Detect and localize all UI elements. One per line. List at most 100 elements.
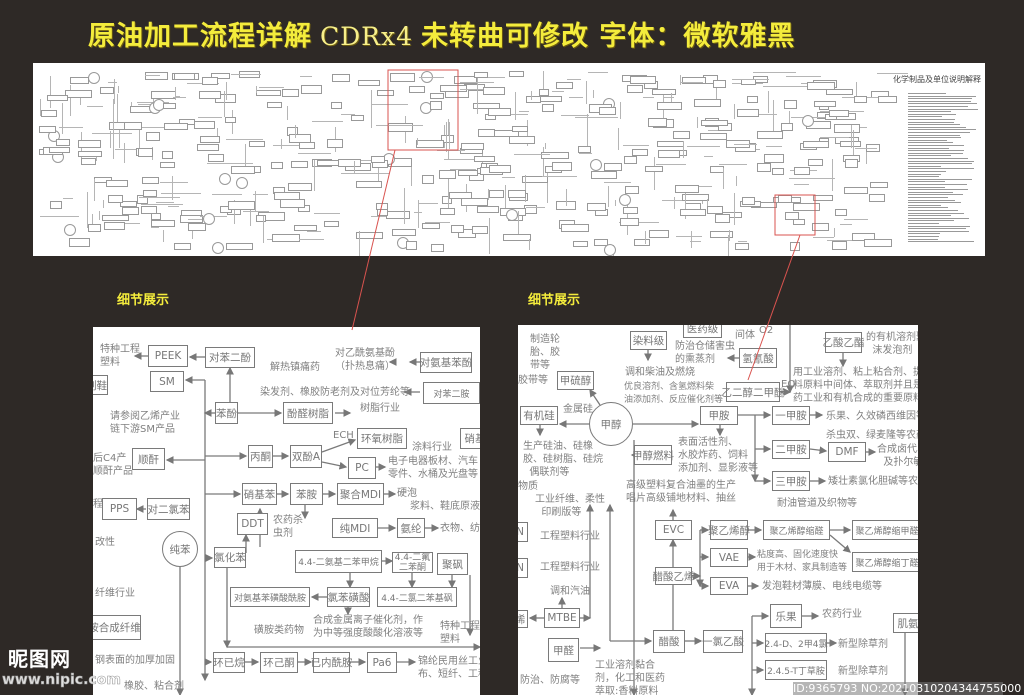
overview-line bbox=[723, 168, 724, 190]
overview-line bbox=[371, 90, 372, 124]
overview-line bbox=[161, 193, 202, 194]
overview-line bbox=[437, 150, 465, 151]
overview-node bbox=[324, 221, 340, 228]
overview-node bbox=[406, 241, 417, 250]
overview-line bbox=[160, 182, 189, 183]
label-belt: 胶带等 bbox=[518, 375, 548, 386]
overview-node bbox=[829, 110, 850, 117]
overview-node bbox=[104, 222, 126, 231]
node-pva: 聚乙烯醇 bbox=[708, 520, 750, 540]
overview-legend-line bbox=[908, 168, 974, 170]
overview-line bbox=[80, 94, 81, 106]
node-methylamine: 甲胺 bbox=[700, 406, 738, 425]
overview-line bbox=[680, 82, 703, 83]
label-intermediate: 间体 bbox=[735, 330, 755, 341]
overview-line bbox=[674, 197, 675, 209]
node-ppd: 对苯二胺 bbox=[423, 382, 480, 404]
overview-line bbox=[736, 176, 737, 187]
overview-node bbox=[199, 91, 221, 99]
overview-node bbox=[652, 89, 676, 96]
label-dye: 染发剂、橡胶防老剂及对位芳纶等 bbox=[260, 387, 410, 398]
overview-line bbox=[566, 189, 567, 207]
overview-node bbox=[174, 243, 191, 251]
overview-node bbox=[556, 82, 573, 89]
label-pesticide: 农药杀 虫剂 bbox=[273, 515, 303, 539]
overview-legend-line bbox=[908, 155, 952, 157]
overview-node bbox=[371, 156, 385, 163]
overview-node bbox=[477, 206, 500, 214]
overview-node bbox=[327, 139, 343, 148]
label-eng-plastic2: 工程塑料行业 bbox=[540, 562, 600, 573]
node-n1: N bbox=[518, 522, 528, 542]
node-mtbe: MTBE bbox=[544, 608, 580, 628]
overview-node bbox=[291, 161, 309, 169]
overview-node bbox=[211, 73, 230, 80]
overview-node bbox=[512, 126, 528, 133]
overview-line bbox=[307, 231, 322, 232]
overview-node bbox=[174, 73, 196, 81]
overview-line bbox=[250, 207, 251, 226]
overview-node bbox=[151, 91, 176, 100]
overview-line bbox=[789, 111, 790, 126]
overview-line bbox=[448, 151, 449, 160]
label-oil-pipe: 耐油管道及织物等 bbox=[777, 498, 857, 509]
overview-line bbox=[108, 82, 118, 83]
overview-line bbox=[113, 99, 114, 134]
overview-node bbox=[377, 209, 388, 216]
overview-line bbox=[139, 125, 140, 148]
overview-node bbox=[599, 107, 616, 116]
overview-line bbox=[359, 231, 360, 256]
overview-node bbox=[772, 168, 785, 175]
overview-line bbox=[156, 202, 175, 203]
node-mda: 4.4-二氨基二苯甲烷 bbox=[295, 550, 382, 573]
overview-legend-line bbox=[908, 238, 939, 240]
node-aniline: 苯胺 bbox=[290, 483, 323, 505]
overview-node bbox=[657, 102, 683, 110]
label-sm-ref: 请参阅乙烯产业 链下游SM产品 bbox=[110, 411, 180, 435]
overview-line bbox=[87, 106, 103, 107]
overview-line bbox=[866, 148, 867, 164]
overview-legend-line bbox=[908, 124, 961, 126]
overview-node bbox=[120, 201, 137, 208]
overview-legend-line bbox=[908, 113, 957, 115]
label-eng-plastic1: 工程塑料行业 bbox=[540, 531, 600, 542]
overview-line bbox=[87, 192, 88, 228]
overview-line bbox=[729, 230, 730, 242]
label-surfactant: 表面活性剂、 水胶炸药、饲料 添加剂、显影液等 bbox=[678, 437, 758, 474]
overview-line bbox=[175, 87, 176, 100]
overview-node bbox=[757, 131, 784, 139]
overview-line bbox=[813, 237, 834, 238]
overview-line bbox=[619, 222, 659, 223]
overview-node bbox=[489, 190, 505, 198]
node-vae: VAE bbox=[710, 548, 748, 567]
overview-legend-line bbox=[908, 137, 961, 139]
overview-node bbox=[163, 103, 176, 110]
overview-line bbox=[92, 214, 93, 225]
overview-line bbox=[827, 240, 874, 241]
overview-legend-line bbox=[908, 217, 969, 219]
label-pesticide-industry: 农药行业 bbox=[822, 609, 862, 620]
label-vae-use: 粘度高、固化速度快 用于木材、家具制造等 bbox=[757, 550, 848, 573]
overview-node bbox=[356, 181, 383, 189]
node-bpa: 双酚A bbox=[290, 445, 322, 468]
overview-line bbox=[664, 97, 674, 98]
node-methyl-mercaptan: 甲硫醇 bbox=[557, 371, 594, 390]
overview-line bbox=[245, 144, 246, 169]
overview-line bbox=[832, 159, 833, 191]
overview-node bbox=[620, 218, 639, 227]
overview-line bbox=[690, 241, 701, 242]
overview-node bbox=[409, 86, 426, 93]
overview-line bbox=[697, 117, 698, 128]
overview-node bbox=[151, 220, 176, 228]
overview-node bbox=[781, 123, 793, 131]
overview-line bbox=[63, 198, 74, 199]
overview-line bbox=[645, 231, 646, 244]
overview-line bbox=[579, 153, 592, 154]
overview-node bbox=[700, 133, 728, 140]
overview-node bbox=[807, 82, 835, 90]
label-ech: ECH bbox=[333, 430, 354, 441]
overview-node bbox=[212, 242, 224, 254]
overview-node bbox=[478, 129, 495, 138]
connector-arrows bbox=[133, 352, 480, 695]
overview-line bbox=[376, 125, 424, 126]
